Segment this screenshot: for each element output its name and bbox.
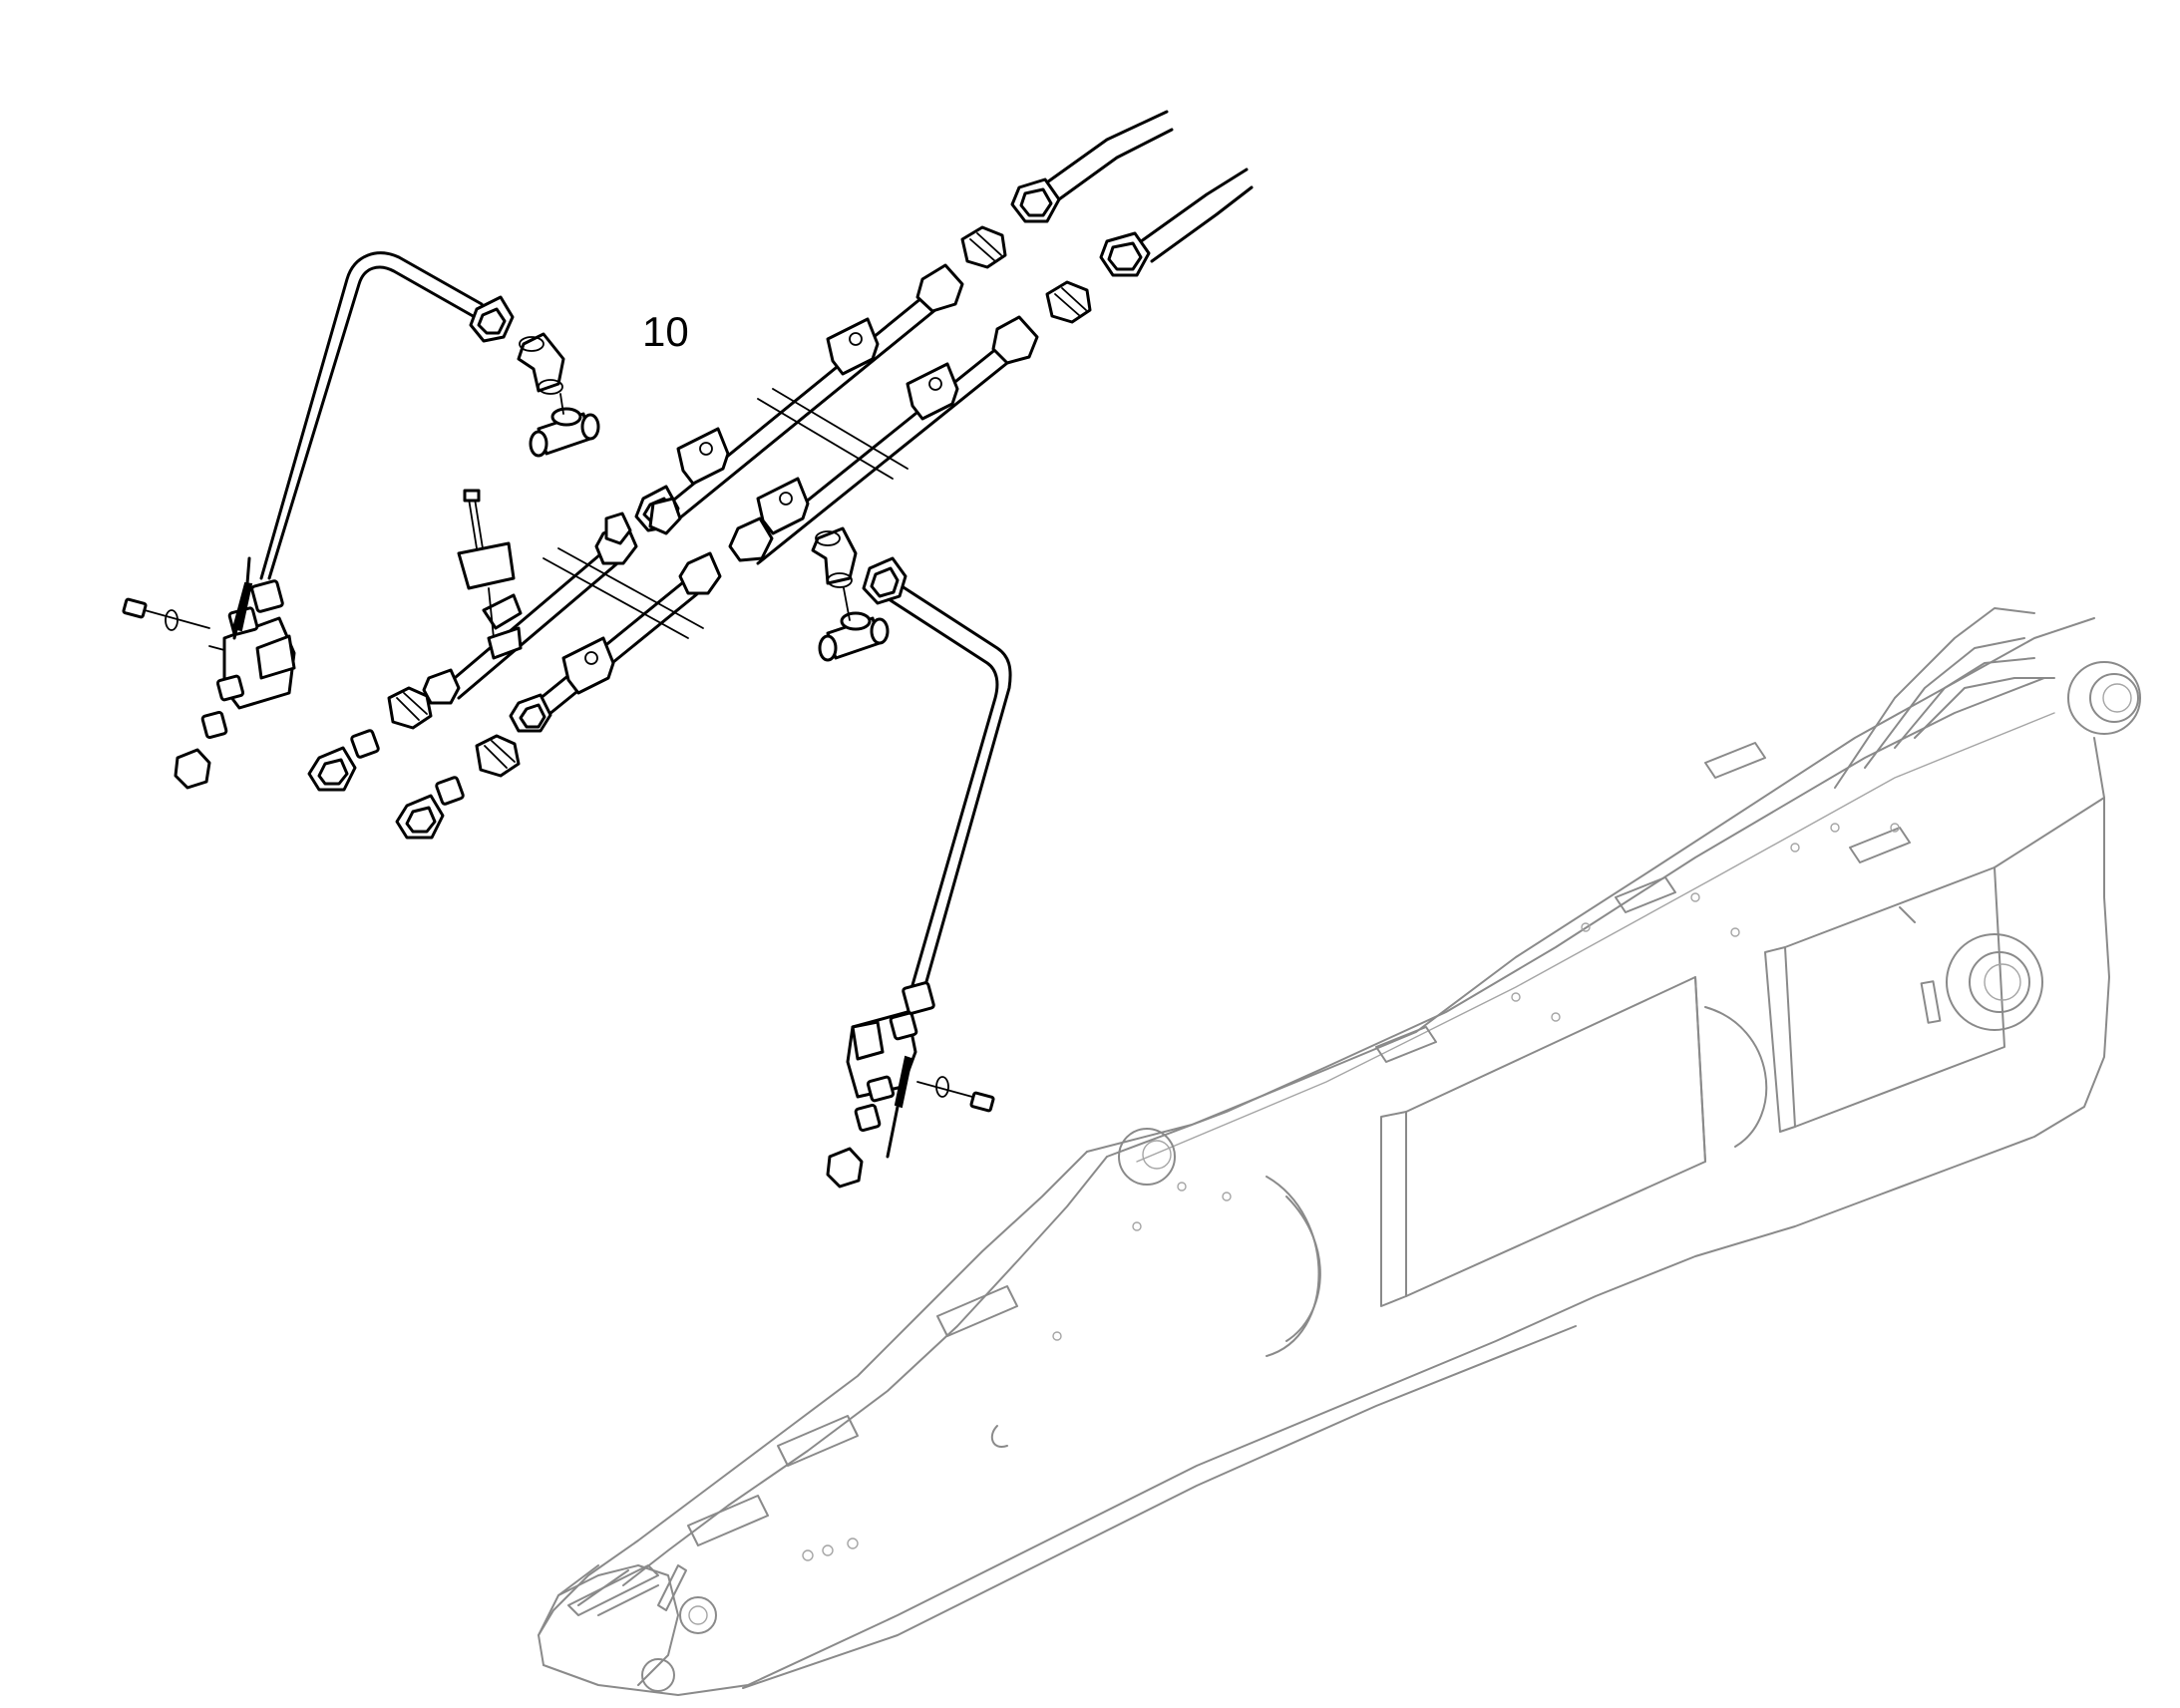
hydraulic-hose-left (1010, 110, 1174, 223)
shutoff-valve-left (208, 556, 296, 710)
bolts (122, 597, 995, 1113)
bent-tube-right (862, 556, 1012, 1015)
hydraulic-tube-upper (422, 263, 964, 705)
hydraulic-hose-right (1099, 168, 1254, 277)
mounting-bracket (457, 489, 523, 660)
hydraulic-tube-lower (509, 315, 1039, 733)
boom-structure (538, 607, 2141, 1696)
bent-tube-left (250, 251, 515, 613)
elbow-fittings (517, 332, 858, 588)
shutoff-valve-right (846, 1010, 918, 1159)
pipe-clamps (482, 317, 959, 695)
hex-fittings (174, 225, 1092, 1189)
callout-label: 10 (642, 308, 689, 355)
tee-fittings (529, 393, 890, 662)
